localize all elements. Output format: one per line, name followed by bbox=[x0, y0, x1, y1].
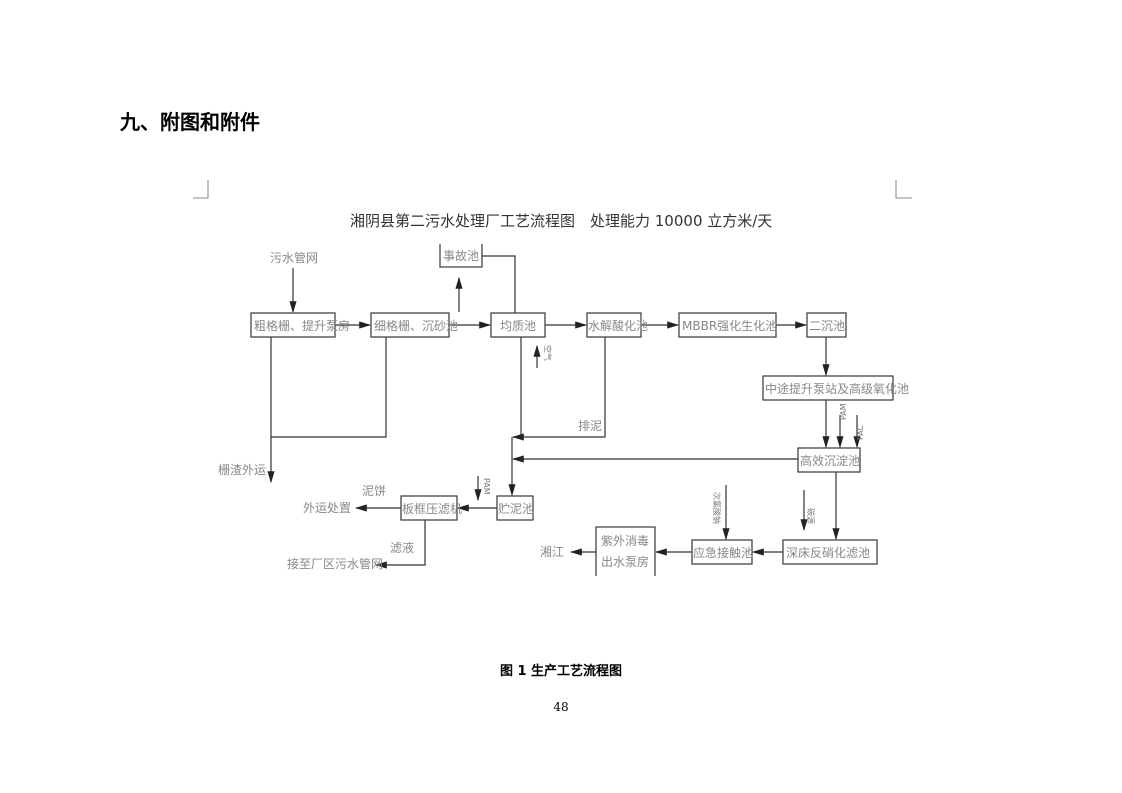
box-equalization: 均质池 bbox=[490, 312, 546, 338]
box-secondary-clarifier: 二沉池 bbox=[806, 312, 847, 338]
box-fine-screen: 细格栅、沉砂池 bbox=[370, 312, 458, 338]
label-sewer: 接至厂区污水管网 bbox=[287, 556, 383, 571]
diagram-capacity: 处理能力 10000 立方米/天 bbox=[590, 212, 772, 230]
svg-text:事故池: 事故池 bbox=[443, 248, 479, 263]
label-filtrate: 滤液 bbox=[390, 540, 414, 555]
label-carbon: 碳源 bbox=[806, 508, 816, 524]
svg-text:水解酸化池: 水解酸化池 bbox=[588, 318, 648, 333]
label-air: 空气 bbox=[543, 345, 553, 361]
svg-text:出水泵房: 出水泵房 bbox=[601, 554, 649, 569]
source-label: 污水管网 bbox=[270, 250, 318, 265]
label-pam: PAM bbox=[839, 403, 848, 420]
box-sludge-tank: 贮泥池 bbox=[496, 495, 534, 521]
label-river: 湘江 bbox=[540, 544, 564, 559]
label-pac: PAC bbox=[856, 424, 865, 440]
svg-text:二沉池: 二沉池 bbox=[809, 319, 845, 333]
crop-marks bbox=[193, 180, 912, 199]
label-cake: 泥饼 bbox=[362, 484, 386, 498]
section-heading: 九、附图和附件 bbox=[120, 110, 260, 134]
diagram-title: 湘阴县第二污水处理厂工艺流程图 bbox=[350, 212, 575, 230]
svg-text:贮泥池: 贮泥池 bbox=[498, 501, 534, 516]
svg-text:均质池: 均质池 bbox=[500, 319, 536, 333]
svg-text:细格栅、沉砂池: 细格栅、沉砂池 bbox=[374, 318, 458, 333]
label-pam2: PAM bbox=[482, 478, 491, 495]
box-filter-press: 板框压滤机 bbox=[400, 495, 462, 521]
svg-text:板框压滤机: 板框压滤机 bbox=[402, 502, 462, 516]
svg-text:中途提升泵站及高级氧化池: 中途提升泵站及高级氧化池 bbox=[765, 381, 909, 396]
svg-text:粗格栅、提升泵房: 粗格栅、提升泵房 bbox=[254, 318, 350, 333]
svg-text:MBBR强化生化池: MBBR强化生化池 bbox=[682, 319, 777, 333]
box-emergency-contact: 应急接触池 bbox=[691, 539, 753, 565]
label-naclo: 次氯酸钠 bbox=[712, 492, 722, 524]
flow-lines bbox=[267, 255, 861, 569]
box-mid-pump: 中途提升泵站及高级氧化池 bbox=[762, 375, 909, 401]
label-screen: 栅渣外运 bbox=[218, 462, 266, 477]
box-deep-bed-filter: 深床反硝化滤池 bbox=[782, 539, 878, 565]
figure-caption: 图 1 生产工艺流程图 bbox=[499, 664, 623, 679]
svg-text:深床反硝化滤池: 深床反硝化滤池 bbox=[786, 546, 870, 560]
box-hydrolysis: 水解酸化池 bbox=[586, 312, 648, 338]
label-disposal: 外运处置 bbox=[303, 501, 351, 515]
page-number: 48 bbox=[553, 700, 569, 714]
svg-text:紫外消毒: 紫外消毒 bbox=[601, 534, 649, 548]
box-coarse-screen: 粗格栅、提升泵房 bbox=[250, 312, 350, 338]
svg-text:应急接触池: 应急接触池 bbox=[693, 545, 753, 560]
box-mbbr: MBBR强化生化池 bbox=[678, 312, 777, 338]
label-drain: 排泥 bbox=[578, 419, 602, 433]
box-accident-pool: 事故池 bbox=[439, 244, 483, 268]
box-high-eff-sed: 高效沉淀池 bbox=[797, 447, 861, 473]
svg-text:高效沉淀池: 高效沉淀池 bbox=[800, 453, 860, 468]
